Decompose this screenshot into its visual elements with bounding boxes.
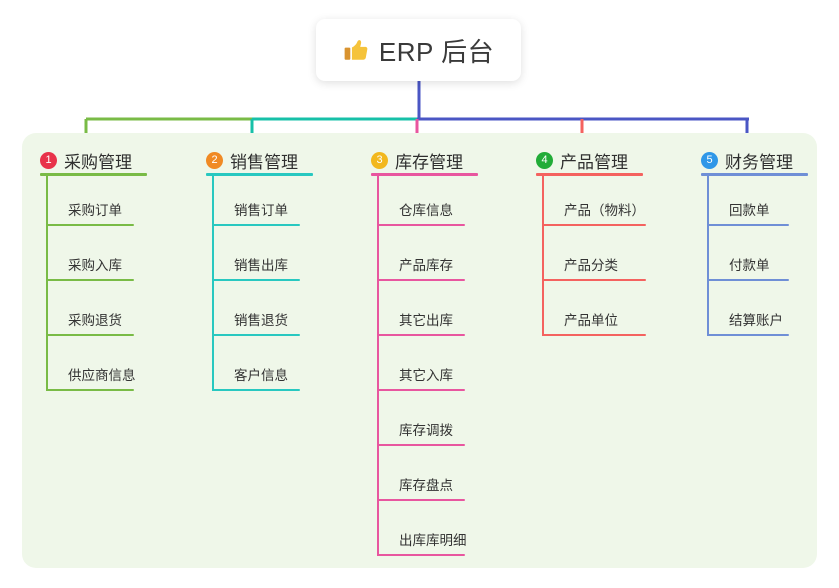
branch-item-label: 产品（物料） [564,203,645,218]
branch-number-badge: 1 [40,152,57,169]
branch-item-label: 采购退货 [68,313,122,328]
branch-item-label: 库存调拨 [399,423,453,438]
branch-column-1: 1 采购管理采购订单采购入库采购退货供应商信息 [40,148,150,416]
branch-item-rule [212,224,300,226]
root-node-card[interactable]: ERP 后台 [316,19,521,81]
branch-item[interactable]: 销售出库 [212,251,300,281]
branch-item-rule [46,334,134,336]
branch-item-label: 其它出库 [399,313,453,328]
branch-title: 财务管理 [725,153,793,172]
branch-item-rule [46,279,134,281]
branch-item-label: 销售订单 [234,203,288,218]
branch-item[interactable]: 回款单 [707,196,789,226]
branch-item-rule [377,444,465,446]
branch-header-rule [40,173,147,176]
branch-item-label: 采购入库 [68,258,122,273]
branch-header-2[interactable]: 2 销售管理 [206,148,298,173]
branch-item-label: 其它入库 [399,368,453,383]
branch-spine [542,176,544,336]
branch-item[interactable]: 付款单 [707,251,789,281]
branch-item-rule [542,224,646,226]
branch-spine [212,176,214,391]
branch-item-rule [377,554,465,556]
branch-item[interactable]: 采购订单 [46,196,134,226]
branch-header-1[interactable]: 1 采购管理 [40,148,132,173]
branch-item[interactable]: 产品分类 [542,251,646,281]
branch-item-rule [212,279,300,281]
branch-spine [377,176,379,556]
branch-item-rule [542,334,646,336]
branch-title: 产品管理 [560,153,628,172]
branch-item-label: 产品库存 [399,258,453,273]
branch-number-badge: 3 [371,152,388,169]
branch-item-label: 产品分类 [564,258,618,273]
branch-item-rule [707,334,789,336]
branch-number-badge: 5 [701,152,718,169]
branch-item-label: 仓库信息 [399,203,453,218]
branch-item-label: 付款单 [729,258,770,273]
branch-item-rule [377,389,465,391]
branch-item-label: 销售退货 [234,313,288,328]
branch-item-rule [377,224,465,226]
branch-item-label: 回款单 [729,203,770,218]
branch-spine [707,176,709,336]
branch-title: 库存管理 [395,153,463,172]
branch-item[interactable]: 库存调拨 [377,416,465,446]
branch-title: 采购管理 [64,153,132,172]
branch-item-rule [212,389,300,391]
branch-column-3: 3 库存管理仓库信息产品库存其它出库其它入库库存调拨库存盘点出库库明细 [371,148,481,581]
branch-spine [46,176,48,391]
branch-item-label: 结算账户 [729,313,783,328]
branch-item[interactable]: 销售退货 [212,306,300,336]
branch-header-5[interactable]: 5 财务管理 [701,148,793,173]
branch-item-rule [542,279,646,281]
branch-title: 销售管理 [230,153,298,172]
branch-item-label: 产品单位 [564,313,618,328]
branch-item[interactable]: 结算账户 [707,306,789,336]
branch-item-rule [707,224,789,226]
branch-item[interactable]: 其它入库 [377,361,465,391]
branch-item-rule [377,499,465,501]
branch-item[interactable]: 销售订单 [212,196,300,226]
branch-item-rule [46,224,134,226]
branch-item-rule [46,389,134,391]
branch-header-rule [701,173,808,176]
branch-item[interactable]: 供应商信息 [46,361,136,391]
branch-item[interactable]: 产品库存 [377,251,465,281]
branch-item-rule [377,334,465,336]
branch-item[interactable]: 产品（物料） [542,196,646,226]
branch-item-label: 销售出库 [234,258,288,273]
branch-number-badge: 2 [206,152,223,169]
thumbs-up-icon [344,40,368,60]
branch-item[interactable]: 其它出库 [377,306,465,336]
branch-item[interactable]: 产品单位 [542,306,646,336]
branch-item[interactable]: 出库库明细 [377,526,467,556]
branch-item-label: 库存盘点 [399,478,453,493]
branch-item[interactable]: 客户信息 [212,361,300,391]
branch-item[interactable]: 库存盘点 [377,471,465,501]
branch-item[interactable]: 仓库信息 [377,196,465,226]
branch-item[interactable]: 采购入库 [46,251,134,281]
branch-item-rule [212,334,300,336]
branch-item-label: 采购订单 [68,203,122,218]
branch-header-rule [371,173,478,176]
page-title: ERP 后台 [378,36,495,67]
branch-item-label: 出库库明细 [399,533,467,548]
branch-column-4: 4 产品管理产品（物料） 产品分类产品单位 [536,148,656,361]
branch-number-badge: 4 [536,152,553,169]
branch-item-label: 客户信息 [234,368,288,383]
branch-column-2: 2 销售管理销售订单销售出库销售退货客户信息 [206,148,316,416]
root-node-content: ERP 后台 [343,32,494,69]
branch-header-4[interactable]: 4 产品管理 [536,148,628,173]
branch-item-label: 供应商信息 [68,368,136,383]
branch-column-5: 5 财务管理回款单付款单结算账户 [701,148,811,361]
branch-header-rule [206,173,313,176]
branch-item[interactable]: 采购退货 [46,306,134,336]
branch-header-rule [536,173,643,176]
branch-item-rule [707,279,789,281]
branch-item-rule [377,279,465,281]
branches-panel [22,133,817,568]
branch-header-3[interactable]: 3 库存管理 [371,148,463,173]
